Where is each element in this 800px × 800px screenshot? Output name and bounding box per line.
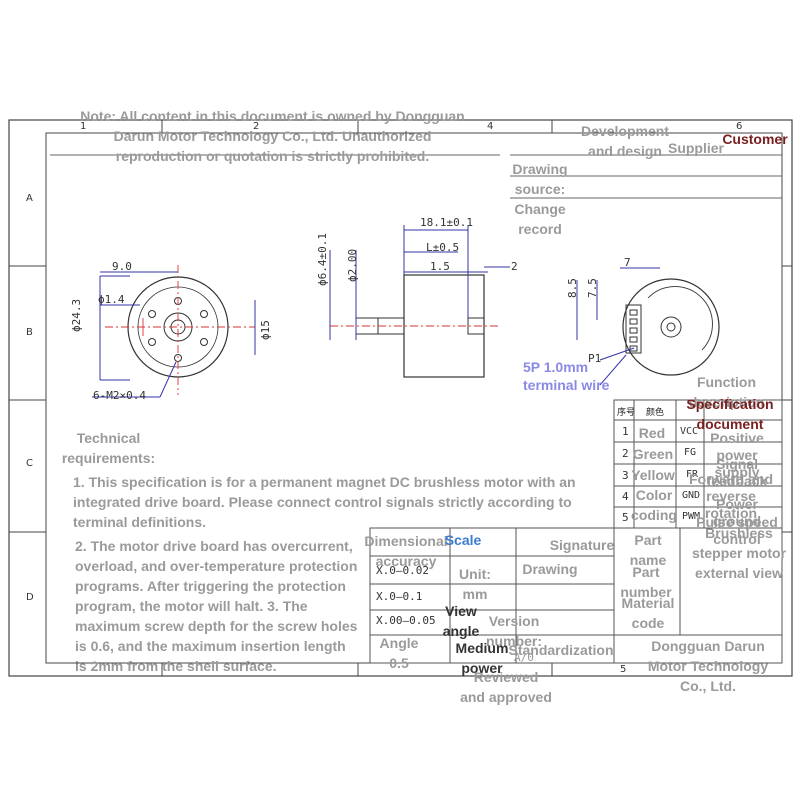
part-number-label: Part number (620, 564, 672, 600)
drawing-source-label: Drawing source: (512, 161, 568, 197)
wire-4-color: Color coding (631, 487, 677, 523)
dim-phi-2: ϕ2.00 (346, 248, 359, 282)
dim-18-1: 18.1±0.1 (420, 216, 473, 229)
grid-col-1: 1 (80, 121, 87, 132)
development-design-label: Development and design (581, 123, 669, 159)
table-header-no: 序号 (617, 407, 636, 417)
wire-1-no: 1 (622, 425, 629, 438)
wire-4-no: 4 (622, 490, 629, 503)
wire-1-color: Red (638, 425, 666, 441)
dim-7-5: 7.5 (586, 278, 599, 298)
grid-col-2: 2 (253, 121, 260, 132)
title-block-grid (369, 527, 783, 664)
side-view (329, 225, 510, 378)
grid-row-a: A (26, 193, 33, 204)
wire-5-desc: Pulse speed control (696, 514, 778, 547)
dim-2: 2 (511, 260, 518, 273)
dim-7: 7 (624, 256, 631, 269)
material-code-label: Material code (621, 595, 675, 631)
wire-5-no: 5 (622, 511, 629, 524)
scale-label: Scale (444, 532, 482, 548)
dim-l: L±0.5 (426, 241, 460, 254)
wire-5-func: PWM (682, 511, 701, 522)
wire-4-desc: Power ground (712, 496, 762, 529)
wire-3-func: FR (686, 469, 699, 480)
dim-phi-1-4: ϕ1.4 (98, 293, 125, 306)
supplier-label: Supplier (667, 140, 724, 156)
grid-row-c: C (26, 458, 33, 469)
angle-label: Angle 0.5 (379, 635, 419, 671)
signature-label: Signature (549, 537, 615, 553)
dimensional-accuracy-label: Dimensional accuracy (364, 533, 448, 569)
dim-8-5: 8.5 (566, 278, 579, 298)
p1-label: P1 (588, 352, 602, 365)
wire-table-grid (613, 399, 783, 529)
technical-requirements-title: Technical requirements: (61, 430, 156, 466)
part-name-label: Part name (629, 532, 667, 568)
version-number-label: Version number: (486, 613, 542, 649)
unit-label: Unit: mm (459, 566, 491, 602)
tolerance-1: X.0—0.02 (376, 564, 429, 577)
grid-col-5-bottom: 5 (620, 664, 627, 675)
version-value: A/0 (514, 651, 534, 664)
tolerance-2: X.0—0.1 (376, 590, 423, 603)
dim-phi-6-4: ϕ6.4±0.1 (316, 233, 329, 286)
reviewed-approved-label: Reviewed and approved (460, 669, 552, 705)
wire-3-color: Yellow (631, 467, 675, 483)
company-name: Dongguan Darun Motor Technology Co., Ltd… (647, 638, 769, 694)
view-angle-label: View angle (442, 603, 480, 639)
outer-frame (8, 119, 793, 677)
grid-row-b: B (26, 327, 33, 338)
wire-2-func: FG (684, 447, 697, 458)
dim-1-5: 1.5 (430, 260, 450, 273)
dim-phi-15: ϕ15 (259, 320, 272, 340)
wire-3-no: 3 (622, 469, 629, 482)
product-name: Brushless stepper motor external view (691, 525, 787, 581)
wire-2-color: Green (632, 446, 674, 462)
dim-9: 9.0 (112, 260, 132, 273)
terminal-wire-label: 5P 1.0mm terminal wire (523, 359, 610, 393)
wire-1-desc: Positive power supply (710, 430, 764, 480)
customer-label: Customer (722, 131, 788, 147)
wire-2-no: 2 (622, 447, 629, 460)
grid-col-6: 6 (736, 121, 743, 132)
rear-view (576, 267, 720, 386)
standardization-label: Standardization (508, 642, 614, 658)
front-view (92, 265, 256, 398)
specification-document-title: Specification document (686, 396, 774, 432)
wire-2-desc: Signal feedback (706, 456, 768, 489)
tolerance-3: X.00—0.05 (376, 614, 436, 627)
wire-3-desc: Forward and reverse rotation (688, 471, 773, 521)
function-description-header: Function description (688, 374, 765, 410)
technical-requirement-1: 1. This specification is for a permanent… (73, 474, 576, 530)
dim-phi-24-3: ϕ24.3 (70, 298, 83, 332)
grid-row-d: D (26, 592, 34, 603)
table-header-color: 颜色 (646, 407, 665, 417)
medium-power-label: Medium power (455, 640, 509, 676)
change-record-label: Change record (514, 201, 566, 237)
wire-1-func: VCC (680, 426, 699, 437)
grid-col-4: 4 (487, 121, 494, 132)
holes-spec: 6-M2×0.4 (93, 389, 146, 402)
technical-requirement-2: 2. The motor drive board has overcurrent… (75, 538, 358, 674)
drawing-label: Drawing (522, 561, 578, 577)
wire-4-func: GND (682, 490, 701, 501)
ownership-notice: Note: All content in this document is ow… (80, 108, 465, 164)
